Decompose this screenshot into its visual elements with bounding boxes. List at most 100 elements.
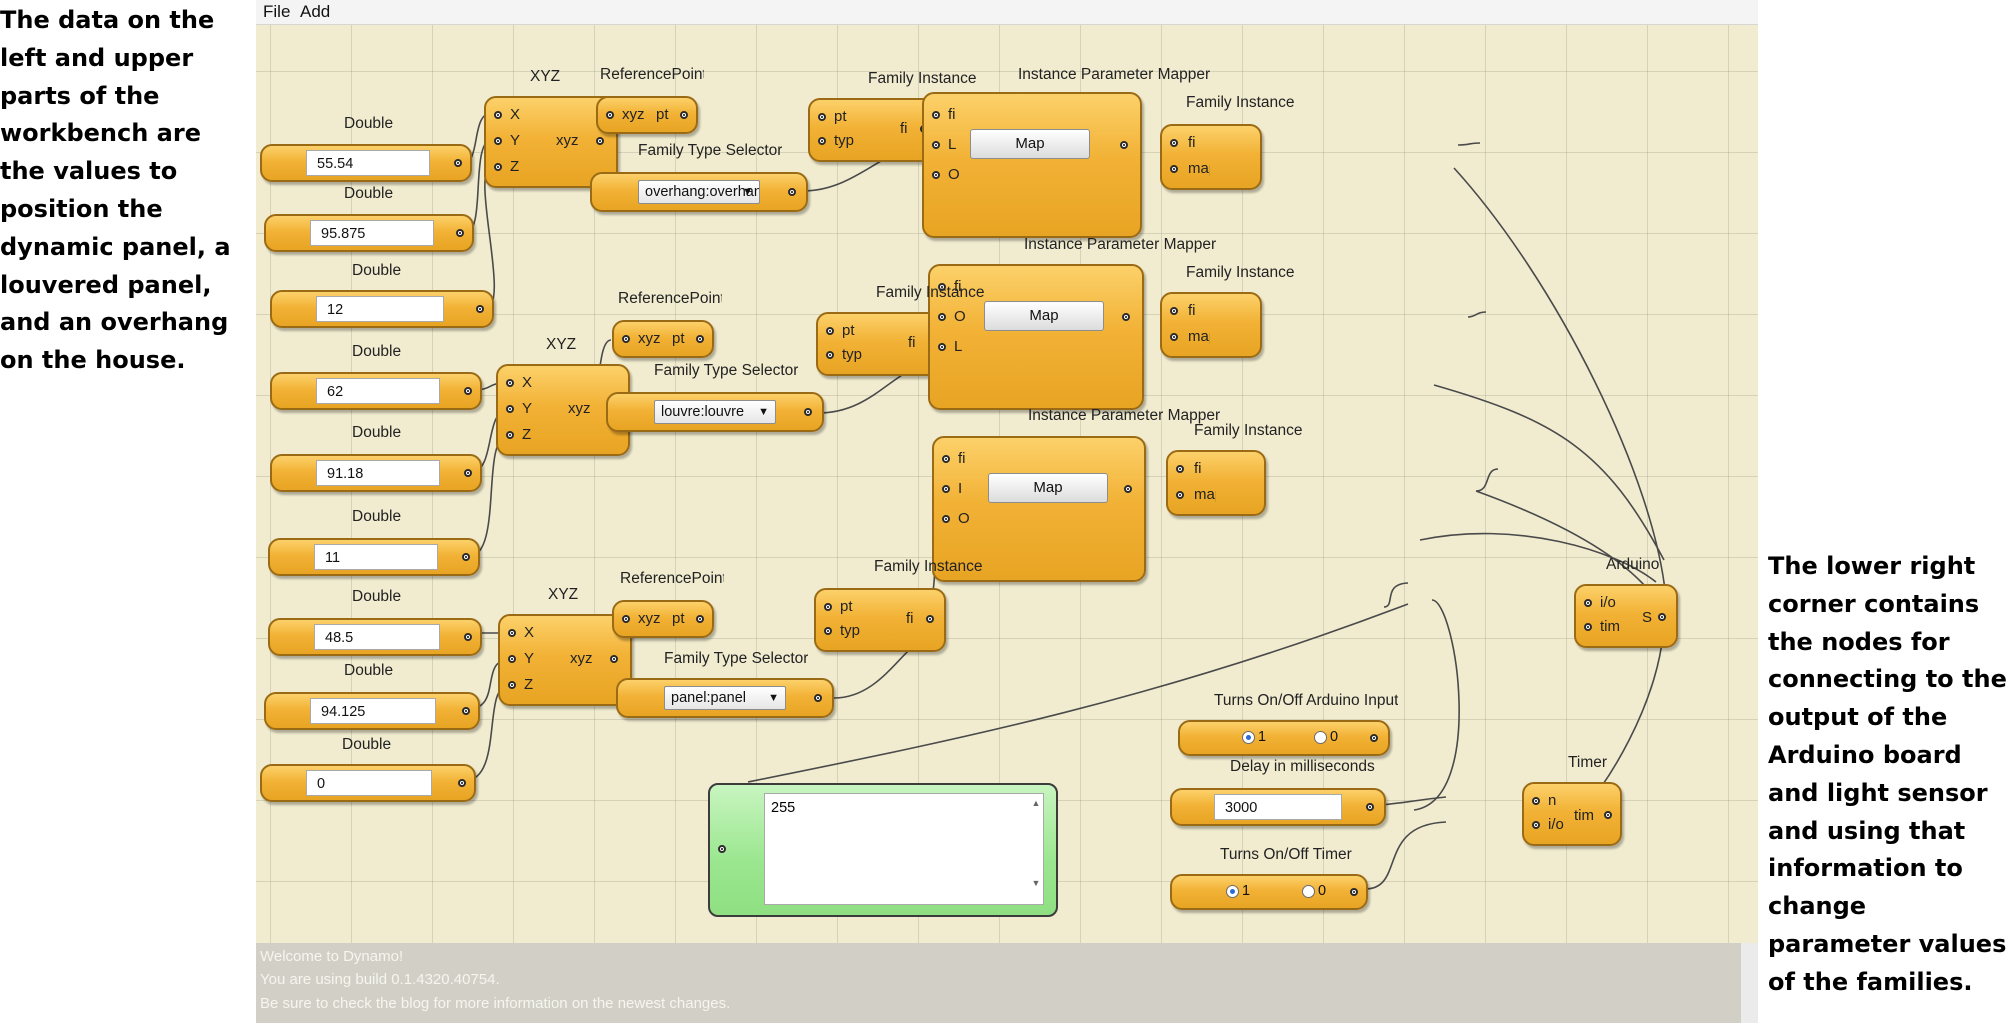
output-port[interactable]	[1370, 734, 1378, 742]
double-8-input[interactable]: 94.125	[310, 698, 436, 724]
map-button[interactable]: Map	[988, 473, 1108, 503]
arduino-node[interactable]: i/o tim S	[1574, 584, 1678, 648]
param-mapper-node-1[interactable]: fi L O Map	[922, 92, 1142, 238]
input-port[interactable]	[938, 283, 946, 291]
input-port-x[interactable]	[506, 379, 514, 387]
output-port[interactable]	[458, 779, 466, 787]
output-port[interactable]	[596, 137, 604, 145]
input-port-n[interactable]	[1532, 797, 1540, 805]
input-port-typ[interactable]	[818, 137, 826, 145]
input-port-fi[interactable]	[1170, 307, 1178, 315]
output-port[interactable]	[788, 188, 796, 196]
refpoint-node-3[interactable]: xyz pt	[612, 600, 714, 638]
input-port-fi[interactable]	[1176, 465, 1184, 473]
param-mapper-node-2[interactable]: fi O L Map	[928, 264, 1144, 410]
type-selector-1-dropdown[interactable]: overhang:overhan▼	[638, 180, 760, 204]
xyz-node-3[interactable]: X Y Z xyz	[498, 614, 632, 706]
radio-off[interactable]	[1302, 885, 1315, 898]
double-node-6[interactable]: 11	[268, 538, 480, 576]
input-port[interactable]	[938, 313, 946, 321]
input-port-pt[interactable]	[826, 327, 834, 335]
watch-node[interactable]: 255 ▲▼	[708, 783, 1058, 917]
refpoint-node-1[interactable]: xyz pt	[596, 96, 698, 134]
delay-input[interactable]: 3000	[1214, 794, 1342, 820]
input-port-x[interactable]	[494, 111, 502, 119]
input-port[interactable]	[932, 171, 940, 179]
double-9-input[interactable]: 0	[306, 770, 432, 796]
input-port[interactable]	[942, 455, 950, 463]
output-port[interactable]	[696, 335, 704, 343]
output-port[interactable]	[464, 387, 472, 395]
double-2-input[interactable]: 95.875	[310, 220, 434, 246]
input-port-typ[interactable]	[824, 627, 832, 635]
watch-output-area[interactable]: 255 ▲▼	[764, 793, 1044, 905]
double-node-5[interactable]: 91.18	[270, 454, 482, 492]
double-node-3[interactable]: 12	[270, 290, 494, 328]
param-mapper-node-3[interactable]: fi I O Map	[932, 436, 1146, 582]
input-port-map[interactable]	[1170, 333, 1178, 341]
type-selector-node-1[interactable]: overhang:overhan▼	[590, 172, 808, 212]
radio-on[interactable]	[1242, 731, 1255, 744]
input-port-y[interactable]	[508, 655, 516, 663]
double-node-9[interactable]: 0	[260, 764, 476, 802]
arduino-toggle-node[interactable]: 1 0	[1178, 720, 1390, 756]
input-port[interactable]	[718, 845, 726, 853]
double-node-1[interactable]: 55.54	[260, 144, 472, 182]
input-port[interactable]	[942, 485, 950, 493]
output-port[interactable]	[680, 111, 688, 119]
input-port-y[interactable]	[506, 405, 514, 413]
input-port-z[interactable]	[494, 163, 502, 171]
input-port-map[interactable]	[1170, 165, 1178, 173]
double-node-8[interactable]: 94.125	[264, 692, 480, 730]
input-port-pt[interactable]	[824, 603, 832, 611]
output-port[interactable]	[464, 633, 472, 641]
type-selector-3-dropdown[interactable]: panel:panel▼	[664, 686, 786, 710]
radio-on[interactable]	[1226, 885, 1239, 898]
output-port[interactable]	[464, 469, 472, 477]
family-instance-node-3[interactable]: pt typ fi	[814, 588, 946, 652]
input-port[interactable]	[606, 111, 614, 119]
family-instance-node-1[interactable]: pt typ fi	[808, 98, 940, 162]
output-port[interactable]	[456, 229, 464, 237]
input-port-z[interactable]	[506, 431, 514, 439]
output-port[interactable]	[1366, 803, 1374, 811]
input-port-y[interactable]	[494, 137, 502, 145]
double-node-2[interactable]: 95.875	[264, 214, 474, 252]
output-port[interactable]	[1124, 485, 1132, 493]
input-port-map[interactable]	[1176, 491, 1184, 499]
family-instance-p-node-1[interactable]: fi map	[1160, 124, 1262, 190]
output-port[interactable]	[462, 707, 470, 715]
output-port[interactable]	[814, 694, 822, 702]
output-port[interactable]	[454, 159, 462, 167]
output-port[interactable]	[476, 305, 484, 313]
output-port[interactable]	[610, 655, 618, 663]
type-selector-node-3[interactable]: panel:panel▼	[616, 678, 834, 718]
console-scrollbar[interactable]	[1741, 943, 1758, 1023]
input-port-pt[interactable]	[818, 113, 826, 121]
double-6-input[interactable]: 11	[314, 544, 438, 570]
type-selector-2-dropdown[interactable]: louvre:louvre▼	[654, 400, 776, 424]
delay-node[interactable]: 3000	[1170, 788, 1386, 826]
output-port[interactable]	[804, 408, 812, 416]
output-port[interactable]	[1122, 313, 1130, 321]
map-button[interactable]: Map	[984, 301, 1104, 331]
menu-add[interactable]: Add	[300, 2, 331, 21]
input-port[interactable]	[932, 141, 940, 149]
menu-file[interactable]: File	[263, 2, 291, 21]
input-port[interactable]	[622, 615, 630, 623]
input-port-x[interactable]	[508, 629, 516, 637]
family-instance-p-node-3[interactable]: fi map	[1166, 450, 1266, 516]
map-button[interactable]: Map	[970, 129, 1090, 159]
timer-toggle-node[interactable]: 1 0	[1170, 874, 1368, 910]
input-port-tim[interactable]	[1584, 623, 1592, 631]
double-3-input[interactable]: 12	[316, 296, 444, 322]
input-port-z[interactable]	[508, 681, 516, 689]
output-port[interactable]	[926, 615, 934, 623]
output-port[interactable]	[1350, 888, 1358, 896]
type-selector-node-2[interactable]: louvre:louvre▼	[606, 392, 824, 432]
refpoint-node-2[interactable]: xyz pt	[612, 320, 714, 358]
input-port[interactable]	[938, 343, 946, 351]
watch-scrollbar[interactable]: ▲▼	[1031, 798, 1041, 900]
double-7-input[interactable]: 48.5	[314, 624, 440, 650]
input-port-typ[interactable]	[826, 351, 834, 359]
